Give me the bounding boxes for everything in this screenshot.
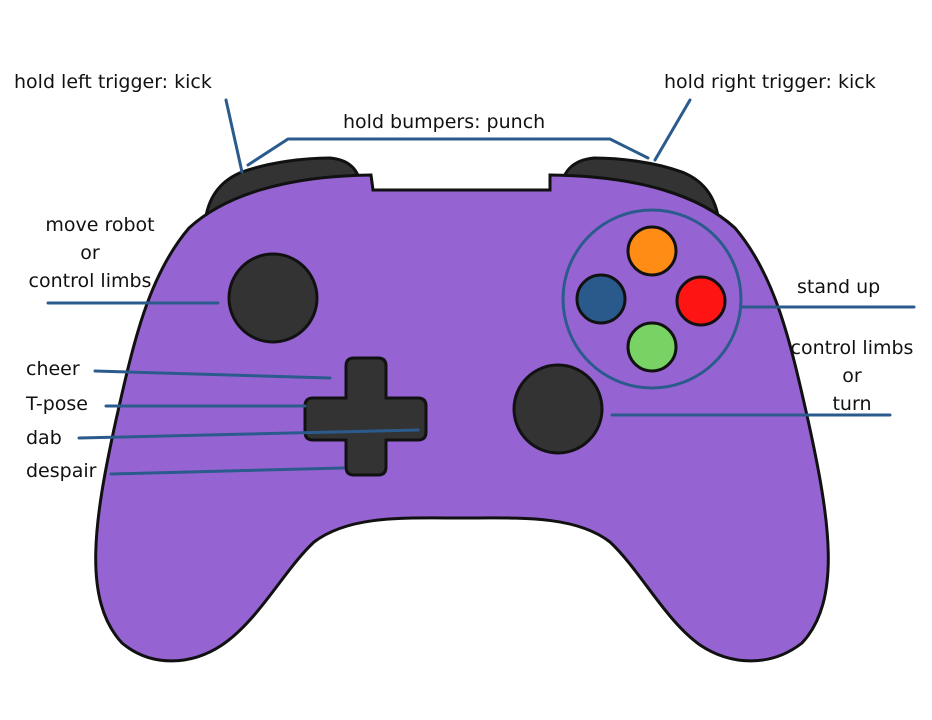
- leader-left-trigger: [224, 98, 244, 174]
- left-thumbstick: [227, 252, 319, 344]
- label-bumpers: hold bumpers: punch: [343, 111, 546, 133]
- label-dpad-down: despair: [26, 460, 97, 482]
- leader-bumpers: [246, 137, 650, 167]
- leader-dpad-up: [93, 369, 332, 380]
- right-thumbstick: [512, 363, 604, 455]
- leader-right-trigger: [653, 98, 692, 162]
- label-right-stick-line1: control limbs: [790, 337, 914, 359]
- label-face-buttons: stand up: [797, 276, 881, 298]
- label-right-stick-line3: turn: [832, 393, 872, 415]
- label-dpad-left: T-pose: [26, 393, 88, 415]
- label-left-stick-line1: move robot: [45, 214, 155, 236]
- label-dpad-up: cheer: [26, 358, 80, 380]
- face-button-right: [675, 275, 727, 327]
- label-right-stick-line2: or: [842, 365, 862, 387]
- label-left-trigger: hold left trigger: kick: [14, 71, 212, 93]
- face-button-bottom: [626, 321, 678, 373]
- label-right-trigger: hold right trigger: kick: [664, 71, 876, 93]
- controller-body: [94, 173, 830, 663]
- d-pad: [303, 356, 428, 477]
- leader-dpad-down: [109, 466, 345, 476]
- leader-dpad-right: [77, 428, 420, 440]
- face-buttons-ring: [561, 208, 743, 390]
- face-button-left: [575, 273, 627, 325]
- label-dpad-right: dab: [26, 427, 62, 449]
- label-left-stick-line3: control limbs: [28, 270, 152, 292]
- label-left-stick-line2: or: [80, 242, 100, 264]
- face-button-top: [626, 225, 678, 277]
